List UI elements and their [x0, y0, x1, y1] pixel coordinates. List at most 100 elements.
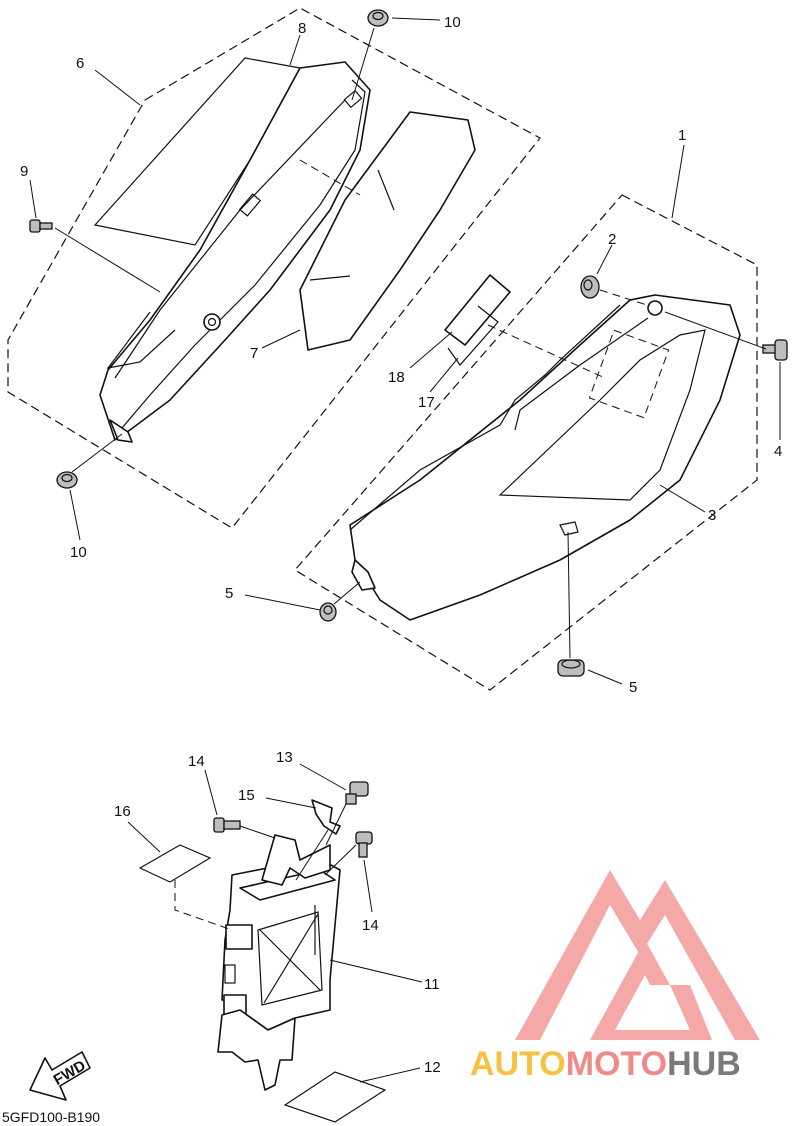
watermark-auto: AUTO: [470, 1045, 566, 1083]
callout-5-bottom: 5: [629, 679, 637, 696]
leader-5-bottom-up: [567, 531, 571, 659]
part-8-rim: [121, 79, 366, 429]
callout-8: 8: [298, 20, 306, 37]
part-11-arm: [261, 834, 331, 886]
part-2-grommet: [580, 275, 600, 299]
callout-13: 13: [276, 749, 293, 766]
leader-14-right: [363, 859, 373, 913]
leader-13: [299, 763, 347, 791]
part-6-graphic-lower: [106, 311, 176, 369]
leader-10-bottom: [69, 489, 81, 541]
part-8-tab: [238, 193, 262, 217]
leader-14-left-to-part: [239, 825, 276, 839]
leader-9: [29, 179, 37, 219]
leader-10-top-down: [351, 27, 375, 101]
callout-6: 6: [76, 55, 84, 72]
callout-1: 1: [678, 127, 686, 144]
callout-12: 12: [424, 1059, 441, 1076]
leader-3: [659, 484, 706, 513]
diagram-code: 5GFD100-B190: [2, 1109, 100, 1125]
part-13-bolt: [345, 781, 369, 805]
leader-11: [329, 959, 423, 983]
callout-16: 16: [114, 803, 131, 820]
callout-17: 17: [418, 394, 435, 411]
part-17-graphic-placement: [588, 329, 670, 419]
callout-3: 3: [708, 507, 716, 524]
callout-10-top: 10: [444, 14, 461, 31]
part-8-lower-tab: [109, 419, 133, 443]
watermark-moto: MOTO: [566, 1045, 667, 1083]
part-5-grommet-bottom: [557, 659, 585, 677]
callout-4: 4: [774, 443, 782, 460]
part-16-label: [138, 844, 212, 883]
part-3-side-cover: [349, 294, 741, 621]
part-10-grommet-top: [367, 9, 389, 27]
leader-9-to-part: [54, 227, 161, 293]
watermark-text: AUTOMOTOHUB: [470, 1045, 741, 1083]
callout-10-bottom: 10: [70, 544, 87, 561]
callout-15: 15: [238, 787, 255, 804]
part-3-upper-rim: [349, 304, 621, 531]
leader-7: [261, 329, 301, 349]
part-14-bolt-left: [213, 817, 241, 833]
callout-11: 11: [424, 976, 440, 993]
part-17-emblem-backing: [447, 305, 499, 366]
leader-17: [429, 357, 459, 393]
part-7-graphic: [299, 111, 476, 351]
leader-1: [671, 144, 685, 219]
svg-text:AUTOMOTOHUB: AUTOMOTOHUB: [470, 1045, 741, 1083]
part-5-grommet-left: [319, 602, 337, 622]
leader-5-left-up: [333, 581, 361, 605]
callout-5-left: 5: [225, 585, 233, 602]
leader-2: [596, 244, 613, 275]
callout-2: 2: [608, 231, 616, 248]
leader-2-link: [599, 289, 651, 307]
leader-16-link: [174, 880, 233, 931]
leader-14-right-to-part: [324, 844, 357, 876]
leader-14-left: [204, 769, 218, 816]
callout-14-right: 14: [362, 917, 379, 934]
callout-labels: 1 2 3 4 5 5 6 7 8 9 10 10 11 12 13 14 14…: [20, 14, 782, 1076]
watermark-logo: [515, 870, 760, 1040]
leader-18: [409, 331, 453, 369]
part-3-lower-mount: [351, 559, 376, 591]
callout-9: 9: [20, 163, 28, 180]
part-3-graphic-window: [498, 329, 706, 501]
part-12-pad: [283, 1071, 387, 1123]
group-6-outline: [7, 7, 541, 529]
part-10-grommet-bottom: [56, 471, 78, 489]
callout-7: 7: [250, 345, 258, 362]
leader-12: [359, 1067, 421, 1083]
part-7-detail-1: [377, 169, 395, 211]
part-8-side-cover: [99, 61, 371, 441]
part-15-clip: [311, 799, 341, 835]
part-8-inner-edge: [114, 99, 346, 379]
part-7-detail-2: [309, 275, 351, 281]
part-3-lower-rim: [514, 317, 649, 431]
part-9-screw: [29, 219, 53, 233]
part-8-grommet-hole-inner: [207, 317, 217, 327]
part-11-tab-3: [224, 964, 236, 984]
part-11-lower-plate: [217, 1009, 296, 1091]
watermark-logo-outer: [515, 870, 760, 1040]
part-11-top-flange: [239, 869, 336, 901]
callout-18: 18: [388, 369, 405, 386]
leader-13-down: [325, 803, 347, 846]
leader-5-bottom: [587, 669, 623, 685]
part-14-bolt-right: [355, 831, 373, 858]
part-4-screw: [762, 339, 788, 361]
fwd-arrow: FWD: [29, 1051, 91, 1101]
part-11-inner-frame: [257, 911, 323, 1006]
part-3-grommet-hole: [647, 300, 663, 316]
group-1-outline: [294, 194, 758, 691]
watermark-hub: HUB: [667, 1045, 741, 1083]
part-11-cross-brace-2: [263, 913, 319, 1004]
leader-15: [265, 797, 317, 809]
leader-16: [127, 821, 161, 853]
part-11-tab-1: [225, 924, 253, 950]
leader-8: [289, 34, 301, 66]
part-8-grommet-hole: [203, 313, 221, 331]
part-18-emblem: [444, 274, 511, 346]
part-8-slot: [343, 89, 363, 109]
